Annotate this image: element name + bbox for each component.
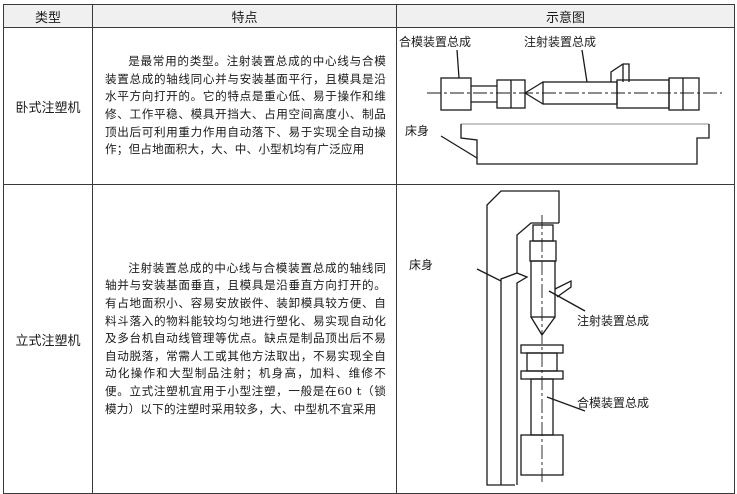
header-features: 特点 — [92, 4, 397, 28]
header-diagram: 示意图 — [396, 4, 735, 28]
horizontal-machine-diagram: 合模装置总成 注射装置总成 床身 — [399, 34, 722, 165]
table-row: 立式注塑机 注射装置总成的中心线与合模装置总成的轴线同轴并与安装基面垂直，且模具… — [3, 184, 735, 494]
label-injection-unit: 注射装置总成 — [577, 313, 649, 328]
label-bed: 床身 — [409, 257, 433, 272]
features-cell: 注射装置总成的中心线与合模装置总成的轴线同轴并与安装基面垂直，且模具是沿垂直方向… — [92, 184, 397, 494]
type-cell: 立式注塑机 — [3, 184, 93, 494]
vertical-machine-diagram: 床身 注射装置总成 合模装置总成 — [409, 190, 649, 486]
diagram-cell: 床身 注射装置总成 合模装置总成 — [396, 184, 735, 494]
features-cell: 是最常用的类型。注射装置总成的中心线与合模装置总成的轴线同心并与安装基面平行，且… — [92, 27, 397, 185]
label-clamp-unit: 合模装置总成 — [399, 34, 471, 49]
label-injection-unit: 注射装置总成 — [524, 34, 596, 49]
diagram-cell: 合模装置总成 注射装置总成 床身 — [396, 27, 735, 185]
features-text: 是最常用的类型。注射装置总成的中心线与合模装置总成的轴线同心并与安装基面平行，且… — [105, 54, 386, 157]
features-text: 注射装置总成的中心线与合模装置总成的轴线同轴并与安装基面垂直，且模具是沿垂直方向… — [105, 260, 386, 416]
label-clamp-unit: 合模装置总成 — [577, 395, 649, 410]
label-bed: 床身 — [405, 123, 429, 138]
header-row: 类型 特点 示意图 — [3, 4, 735, 28]
type-cell: 卧式注塑机 — [3, 27, 93, 185]
table-row: 卧式注塑机 是最常用的类型。注射装置总成的中心线与合模装置总成的轴线同心并与安装… — [3, 27, 735, 185]
header-type: 类型 — [3, 4, 93, 28]
machine-type-table: 类型 特点 示意图 卧式注塑机 是最常用的类型。注射装置总成的中心线与合模装置总… — [3, 4, 735, 494]
